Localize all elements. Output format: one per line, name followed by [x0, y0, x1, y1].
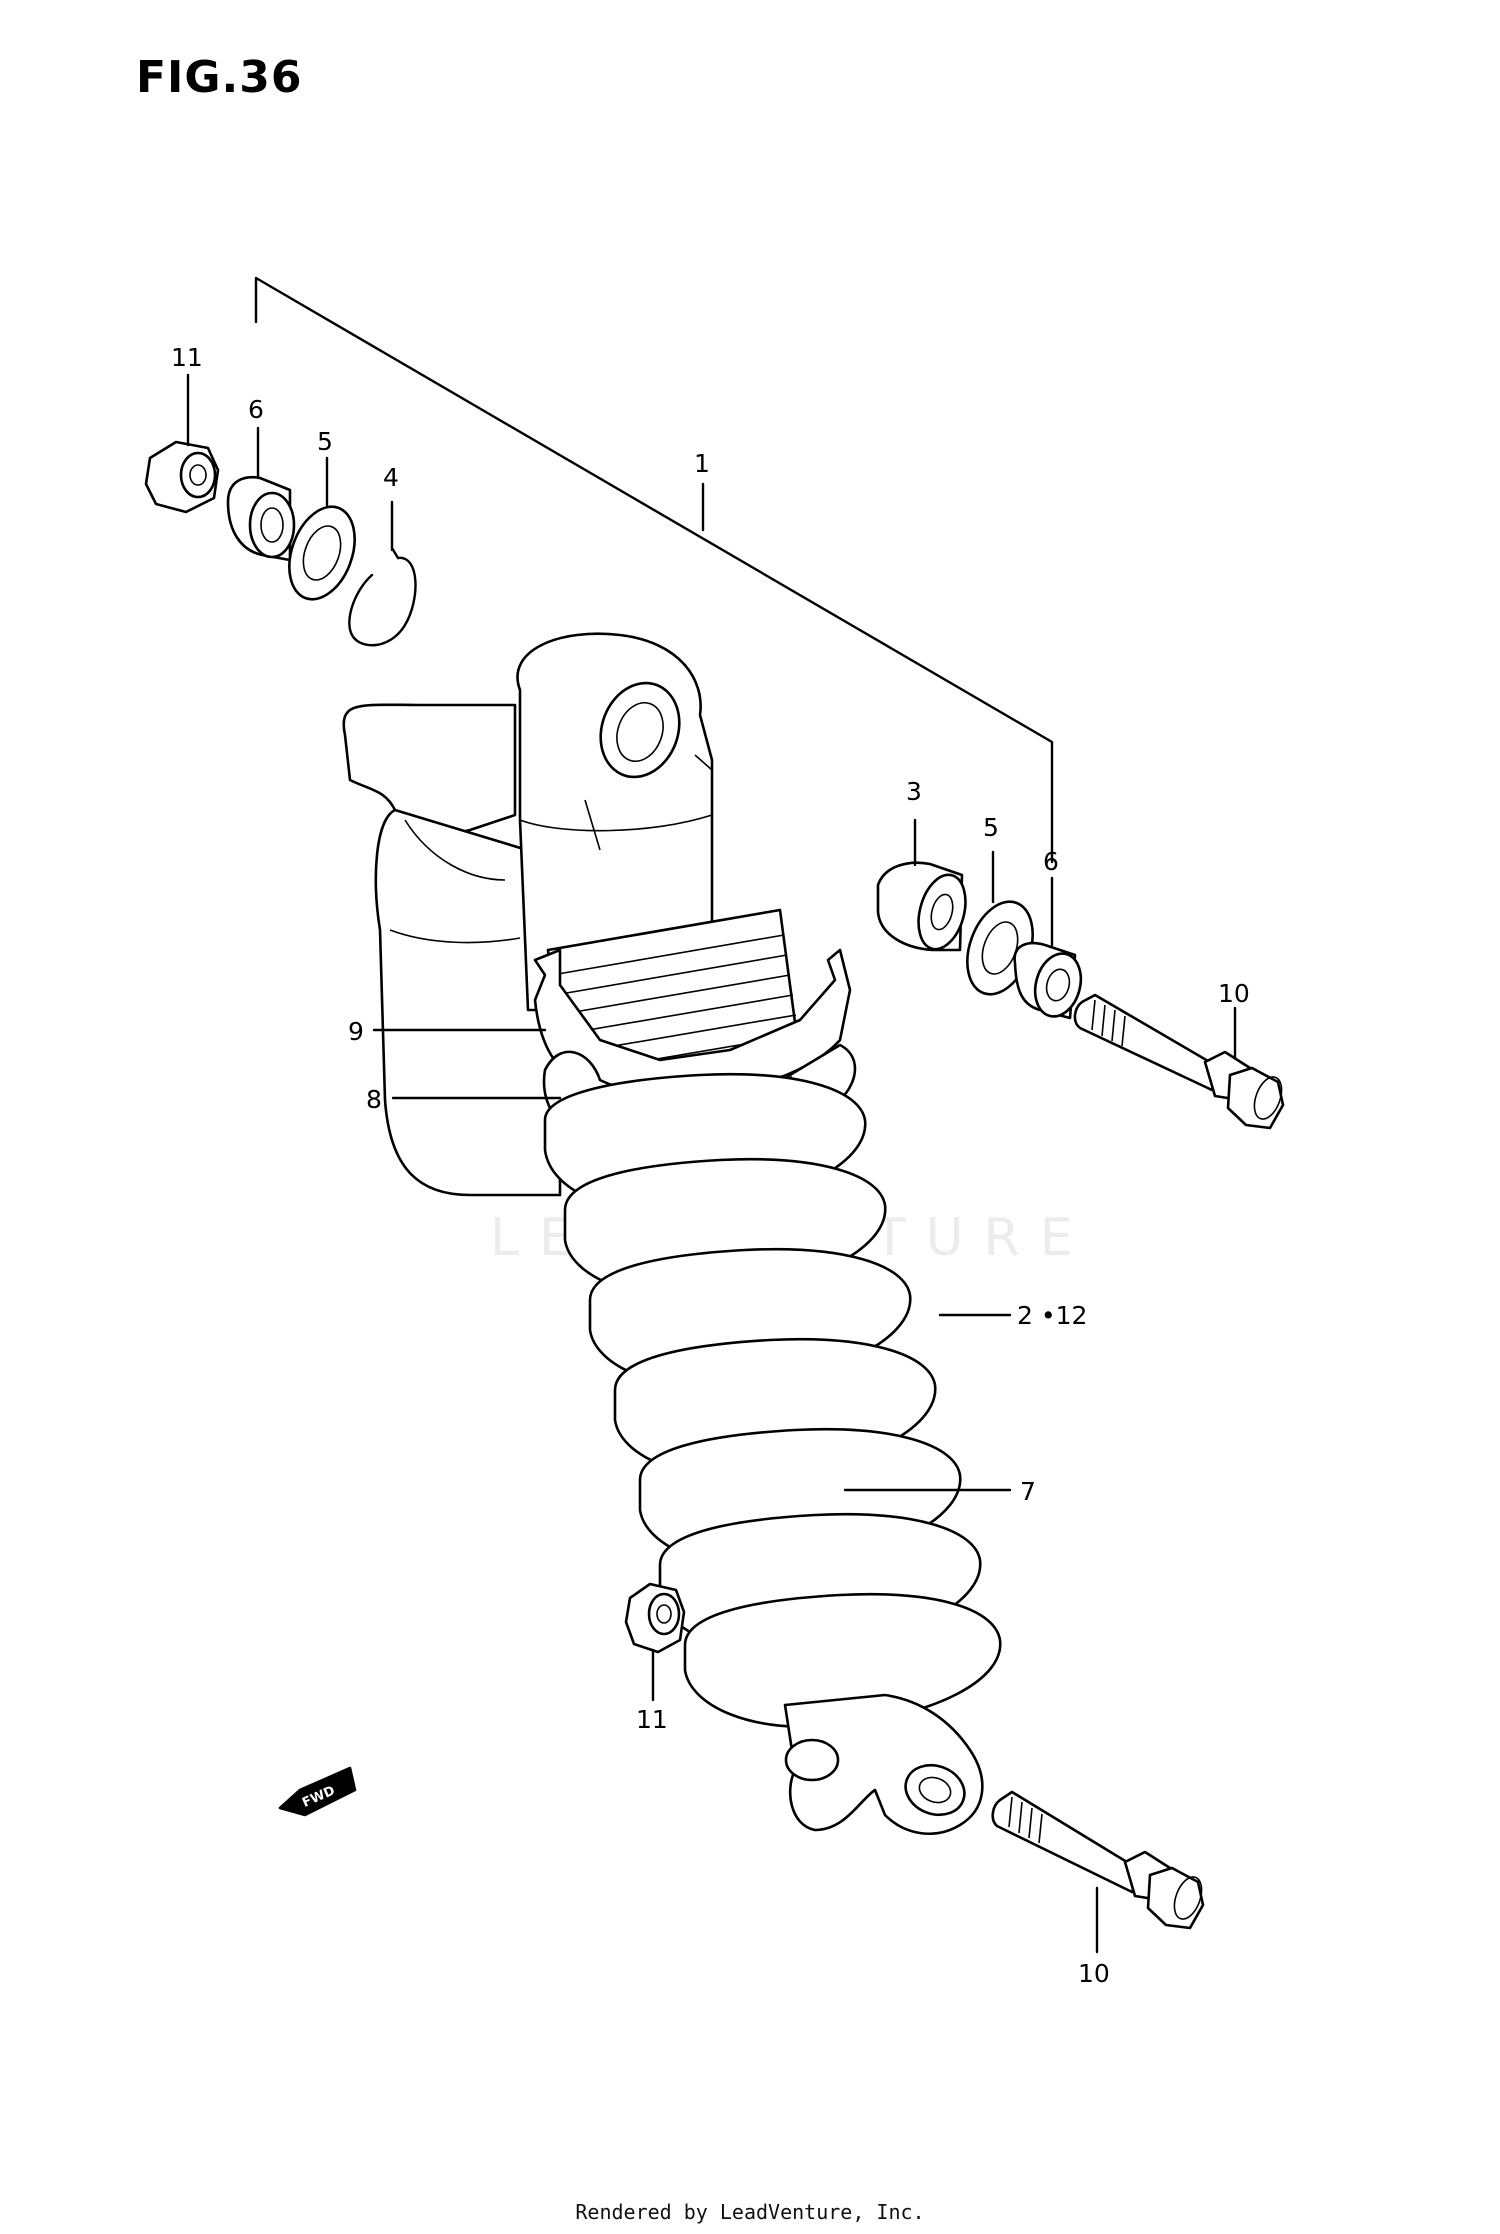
shock-upper-body: [516, 632, 714, 1012]
right-collar-6: [1013, 941, 1083, 1020]
top-collar-6: [226, 475, 296, 562]
callout-2-12: 2 •12: [1017, 1301, 1087, 1330]
upper-bolt-10: [1073, 993, 1285, 1130]
callout-4: 4: [383, 463, 399, 492]
footer-credit: Rendered by LeadVenture, Inc.: [575, 2200, 925, 2224]
circlip-4: [348, 546, 417, 647]
top-washer-5: [288, 505, 356, 601]
callout-7: 7: [1020, 1477, 1036, 1506]
callout-10-lower: 10: [1078, 1959, 1110, 1988]
callout-8: 8: [366, 1085, 382, 1114]
callout-10-upper: 10: [1218, 979, 1250, 1008]
callout-5-right: 5: [983, 813, 999, 842]
spacer-3: [876, 861, 967, 952]
figure-title: FIG.36: [136, 52, 303, 103]
callout-6-top: 6: [248, 395, 264, 424]
callout-5-top: 5: [317, 427, 333, 456]
leader-lines: [186, 373, 1237, 1954]
shock-lower-mount: [783, 1693, 984, 1836]
callout-labels: 11 6 5 4 1 3 5 6 10 9 8 2 •12 7 11 10: [171, 343, 1250, 1988]
callout-3: 3: [906, 777, 922, 806]
lower-nut-11: [624, 1582, 686, 1654]
coil-spring: [543, 1073, 1002, 1729]
assembly-bracket-line: [254, 276, 1054, 864]
callout-9: 9: [348, 1017, 364, 1046]
callout-11-lower: 11: [636, 1705, 668, 1734]
forward-direction-badge: FWD: [278, 1766, 357, 1817]
top-nut-11: [144, 440, 220, 514]
callout-6-right: 6: [1043, 847, 1059, 876]
callout-1: 1: [694, 449, 710, 478]
callout-11-top: 11: [171, 343, 203, 372]
lower-bolt-10: [991, 1790, 1205, 1930]
